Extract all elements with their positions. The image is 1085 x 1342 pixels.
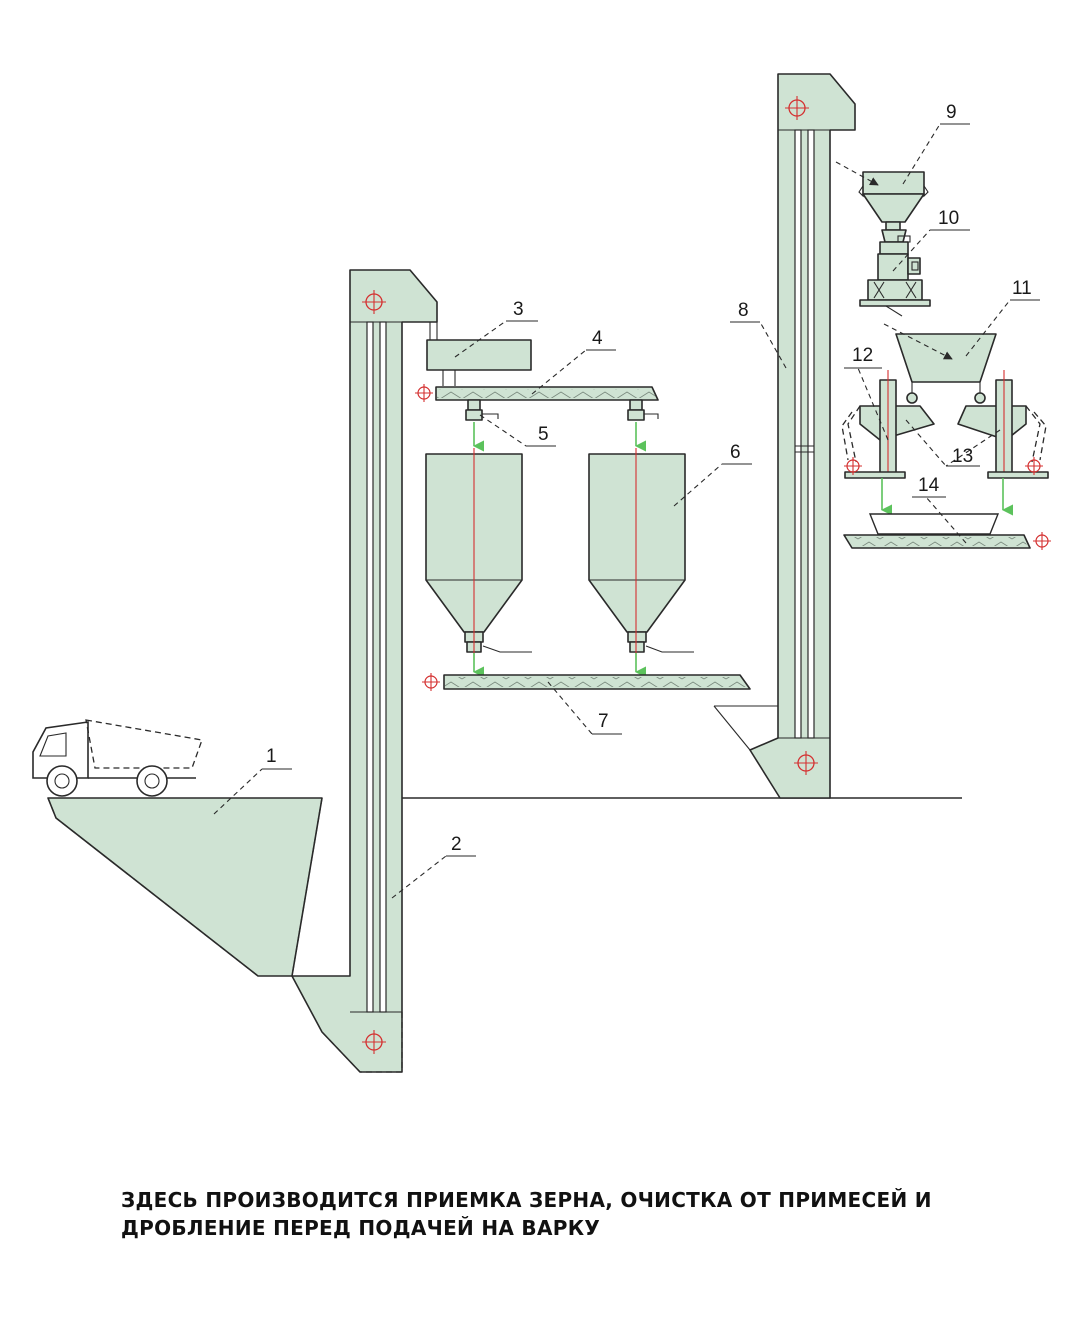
distribution-hopper	[883, 323, 997, 404]
silo-left	[425, 448, 532, 678]
label-3: 3	[513, 299, 524, 320]
bucket-elevator-2	[749, 73, 856, 799]
label-6: 6	[730, 442, 741, 463]
bucket-elevator-1	[291, 269, 438, 1073]
screw-conveyor-upper	[435, 386, 659, 401]
label-8: 8	[738, 300, 749, 321]
pulley-icon	[794, 751, 818, 775]
separator	[426, 339, 532, 371]
receiving-hopper	[47, 797, 323, 977]
roller-unit-left	[841, 370, 935, 516]
pulley-icon	[844, 457, 862, 475]
label-5: 5	[538, 424, 549, 445]
pulley-icon	[1033, 532, 1051, 550]
slide-gate-left	[465, 399, 499, 421]
label-1: 1	[266, 746, 277, 767]
silo-right	[588, 448, 694, 678]
label-14: 14	[918, 475, 940, 496]
label-7: 7	[598, 711, 609, 732]
pulley-icon	[362, 1030, 386, 1054]
screw-conveyor-lower	[443, 674, 751, 690]
pulley-icon	[785, 96, 809, 120]
label-12: 12	[852, 345, 873, 366]
caption-line-2: дробление перед подачей на варку	[121, 1216, 601, 1240]
label-4: 4	[592, 328, 603, 349]
label-11: 11	[1012, 278, 1032, 299]
feed-hopper	[835, 161, 929, 223]
label-9: 9	[946, 102, 957, 123]
pulley-icon	[362, 290, 386, 314]
diagram-caption: Здесь производится приемка зерна, очистк…	[121, 1186, 1021, 1242]
pulley-icon	[1025, 457, 1043, 475]
label-2: 2	[451, 834, 462, 855]
label-13: 13	[952, 446, 973, 467]
dump-truck-icon	[32, 719, 203, 797]
roller-unit-right	[957, 370, 1049, 516]
pulley-icon	[415, 384, 433, 402]
slide-gate-right	[627, 399, 659, 421]
caption-line-1: Здесь производится приемка зерна, очистк…	[121, 1188, 932, 1212]
pulley-icon	[422, 673, 440, 691]
collecting-conveyor	[843, 513, 1031, 549]
label-10: 10	[938, 208, 959, 229]
crusher	[859, 221, 931, 317]
